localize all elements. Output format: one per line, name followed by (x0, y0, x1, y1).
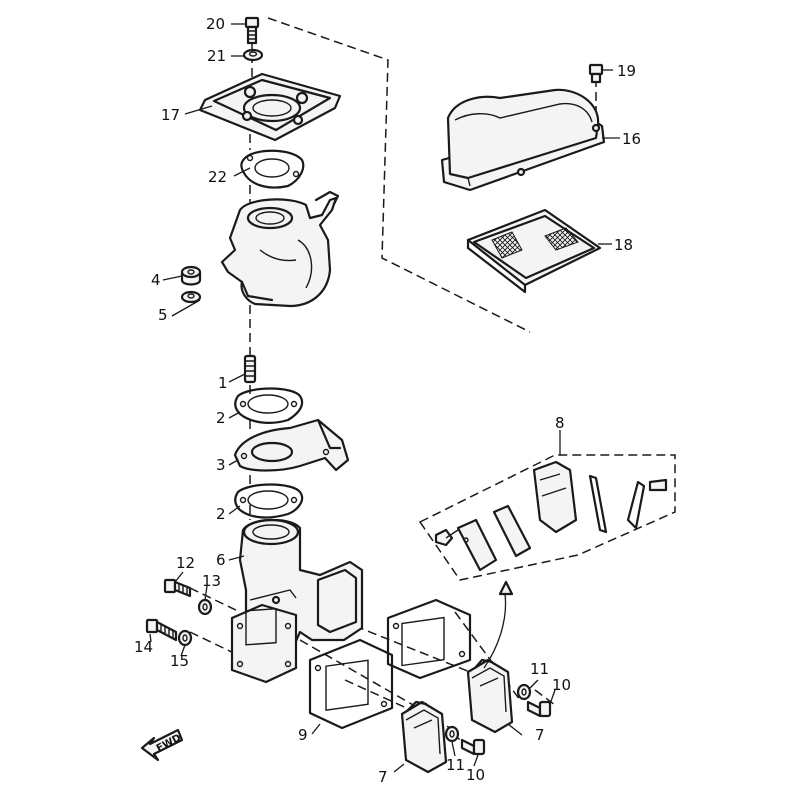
intake-cover-part-17 (198, 72, 342, 142)
gasket-part-2-upper (234, 387, 304, 424)
reed-valve-part-7-left (400, 700, 448, 774)
washer-part-11-left (444, 725, 460, 743)
gasket-part-22 (240, 149, 305, 189)
callout-2-lower: 2 (216, 505, 226, 523)
bolt-part-10-right (526, 700, 552, 718)
washer-part-11-right (516, 683, 532, 701)
washer-part-21 (242, 48, 264, 62)
bolt-part-12 (163, 578, 192, 598)
callout-4: 4 (151, 271, 161, 289)
reed-valve-kit-box (418, 454, 676, 581)
callout-21: 21 (207, 47, 226, 65)
callout-11-right: 11 (530, 660, 549, 678)
callout-14: 14 (134, 638, 153, 656)
callout-labels: 20 21 17 22 4 5 1 2 3 2 6 12 13 14 15 19… (134, 15, 641, 786)
callout-7-left: 7 (378, 768, 388, 786)
callout-9: 9 (298, 726, 308, 744)
callout-7-right: 7 (535, 726, 545, 744)
callout-6: 6 (216, 551, 226, 569)
reed-kit-exploded-parts (434, 460, 668, 572)
manifold-flange-plate (230, 603, 298, 684)
bolt-part-19 (588, 63, 604, 84)
callout-2-upper: 2 (216, 409, 226, 427)
bolt-part-14 (145, 618, 178, 642)
callout-15: 15 (170, 652, 189, 670)
washer-part-13 (197, 598, 213, 616)
reed-valve-part-7-right (466, 658, 514, 734)
callout-17: 17 (161, 106, 180, 124)
callout-11-left: 11 (446, 756, 465, 774)
callout-1: 1 (218, 374, 228, 392)
nut-part-4 (180, 265, 202, 286)
washer-part-5 (180, 290, 202, 304)
callout-22: 22 (208, 168, 227, 186)
reed-kit-pointer-arrow (483, 580, 514, 669)
washer-part-15 (177, 629, 193, 647)
callout-12: 12 (176, 554, 195, 572)
callout-16: 16 (622, 130, 641, 148)
silencer-screen-part-18 (466, 208, 602, 294)
callout-leaders (149, 23, 620, 773)
callout-20: 20 (206, 15, 225, 33)
gasket-part-9 (308, 598, 472, 730)
callout-18: 18 (614, 236, 633, 254)
bolt-part-20 (244, 16, 260, 45)
callout-19: 19 (617, 62, 636, 80)
callout-10-left: 10 (466, 766, 485, 784)
callout-3: 3 (216, 456, 226, 474)
forward-direction-arrow: FWD (140, 728, 184, 762)
callout-13: 13 (202, 572, 221, 590)
callout-10-right: 10 (552, 676, 571, 694)
bracket-plate-part-3 (233, 418, 350, 472)
bolt-part-10-left (460, 738, 486, 756)
callout-5: 5 (158, 306, 168, 324)
silencer-cover-part-16 (440, 88, 606, 192)
stud-bolt-part-1 (243, 354, 257, 384)
callout-8: 8 (555, 414, 565, 432)
gasket-part-2-lower (234, 483, 304, 519)
intake-silencer-body (220, 190, 340, 308)
